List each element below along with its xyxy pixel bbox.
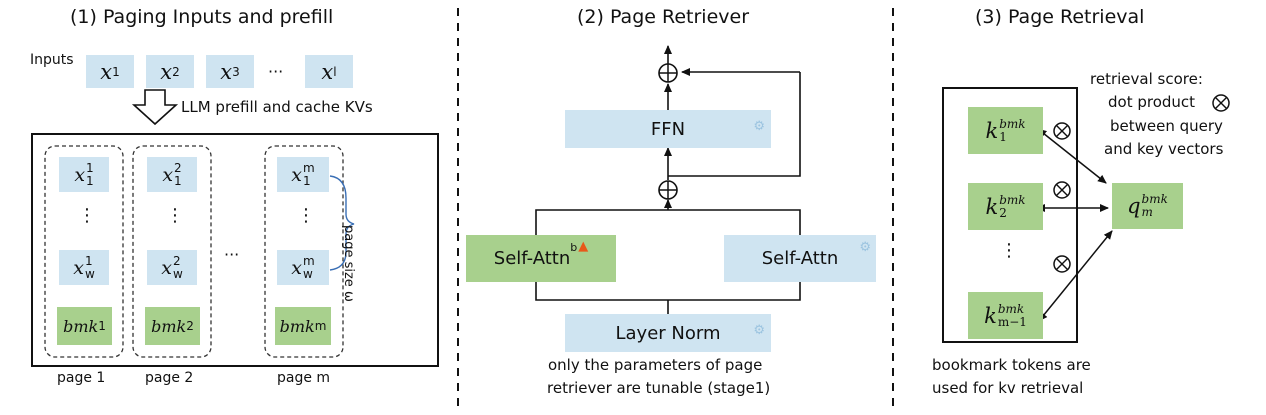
score-line3: between query: [1110, 117, 1223, 135]
retrieval-caption-line1: bookmark tokens are: [932, 356, 1091, 374]
page1-label: page 1: [57, 370, 106, 386]
keys-vdots: ⋮: [1000, 240, 1018, 261]
prefill-arrow: [131, 89, 179, 126]
pagem-label: page m: [277, 370, 331, 386]
frozen-gear-icon: ⚙: [859, 240, 871, 255]
dot-product-icon-3: [1053, 255, 1071, 273]
page-size-brace: [329, 175, 355, 271]
page-size-label: page size ω: [341, 225, 356, 302]
pages-ellipsis: ···: [224, 245, 240, 264]
panel-title-paging: (1) Paging Inputs and prefill: [70, 6, 334, 28]
inputs-label: Inputs: [30, 52, 74, 68]
page2-vdots: ⋮: [166, 205, 184, 226]
add-node-bottom: [658, 180, 678, 200]
page-group-1: [44, 145, 124, 358]
retrieval-caption-line2: used for kv retrieval: [932, 379, 1084, 397]
page-group-m: [264, 145, 344, 358]
score-line4: and key vectors: [1104, 140, 1224, 158]
pagem-vdots: ⋮: [297, 205, 315, 226]
panel-title-retrieval: (3) Page Retrieval: [975, 6, 1145, 28]
ffn-block: FFN ⚙: [565, 110, 771, 148]
dot-product-icon-2: [1053, 181, 1071, 199]
score-line1: retrieval score:: [1090, 70, 1203, 88]
self-attn-block: Self-Attn ⚙: [724, 235, 876, 282]
layer-norm-block: Layer Norm ⚙: [565, 314, 771, 352]
prefill-label: LLM prefill and cache KVs: [181, 98, 373, 116]
score-line2: dot product: [1108, 93, 1196, 111]
page2-label: page 2: [145, 370, 194, 386]
page-group-2: [132, 145, 212, 358]
dot-product-icon-legend: [1212, 94, 1230, 112]
frozen-gear-icon: ⚙: [753, 323, 765, 338]
page1-vdots: ⋮: [78, 205, 96, 226]
kv-cache-container: [31, 133, 439, 367]
retriever-caption-line2: retriever are tunable (stage1): [547, 379, 771, 397]
panel-title-retriever: (2) Page Retriever: [577, 6, 750, 28]
inputs-ellipsis: ···: [268, 62, 284, 81]
add-node-top: [658, 63, 678, 83]
bookmark-key-container: [942, 87, 1078, 343]
retriever-caption-line1: only the parameters of page: [548, 356, 763, 374]
frozen-gear-icon: ⚙: [753, 119, 765, 134]
fire-icon: ▲: [578, 239, 589, 254]
dot-product-icon-1: [1053, 122, 1071, 140]
